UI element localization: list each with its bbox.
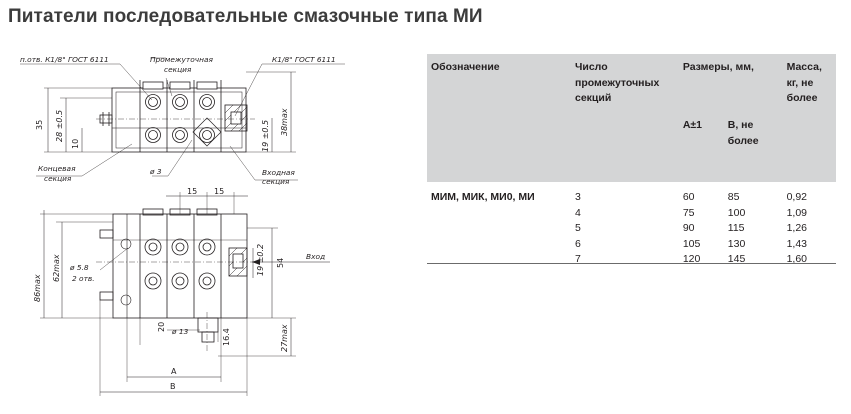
cell-sections: 5 — [575, 222, 581, 234]
cell-sections: 4 — [575, 206, 581, 219]
spec-table: Обозначение Число промежуточных секций Р… — [427, 54, 836, 274]
cell-a: 60 — [682, 191, 695, 203]
callout-inlet-section: Входная — [262, 168, 295, 177]
table-row: 6 105 130 1,43 — [427, 237, 836, 253]
cell-mass: 1,60 — [786, 253, 808, 265]
page-title: Питатели последовательные смазочные типа… — [8, 6, 483, 27]
dim-54: 54 — [276, 258, 285, 268]
callout-two-holes: 2 отв. — [72, 274, 95, 283]
cell-b: 100 — [727, 206, 746, 219]
header-sections: Число промежуточных секций — [575, 61, 660, 104]
cell-a: 90 — [682, 222, 695, 234]
header-b: В, не более — [727, 119, 759, 147]
front-view-body — [112, 213, 248, 319]
dim-15a: 15 — [187, 187, 197, 196]
dim-35: 35 — [35, 120, 44, 130]
cell-mass: 0,92 — [786, 191, 808, 203]
callout-outlet-thread: К1/8" ГОСТ 6111 — [272, 55, 336, 64]
cell-sections: 6 — [575, 237, 581, 250]
table-row: 7 120 145 1,60 — [427, 252, 836, 274]
callout-middle-section: Промежуточная — [150, 55, 213, 64]
cell-mass: 1,26 — [786, 222, 808, 234]
header-a: А±1 — [682, 119, 703, 131]
dim-38max: 38max — [280, 108, 289, 136]
callout-middle-section-2: секция — [164, 65, 192, 74]
dim-28: 28 ±0.5 — [55, 110, 64, 142]
cell-a: 75 — [682, 206, 695, 219]
front-port-row-lower — [144, 272, 216, 290]
dim-19-top: 19 ±0.5 — [261, 120, 270, 152]
cell-b: 85 — [727, 191, 740, 203]
cell-sections: 3 — [575, 191, 581, 203]
cell-mass: 1,09 — [786, 206, 808, 219]
technical-drawing: п.отв. К1/8" ГОСТ 6111 Промежуточная сек… — [20, 55, 345, 396]
top-view — [20, 57, 345, 181]
callout-hole-d3: ø 3 — [149, 167, 162, 176]
callout-inlet: Вход — [306, 252, 325, 261]
dim-20: 20 — [157, 322, 166, 332]
callout-end-section-2: секция — [44, 174, 72, 183]
callout-inlet-section-2: секция — [262, 177, 290, 186]
dim-15b: 15 — [214, 187, 224, 196]
front-view — [40, 192, 330, 396]
callout-end-section: Концевая — [38, 164, 76, 173]
dim-b: B — [170, 382, 176, 391]
table-row: МИМ, МИК, МИ0, МИ 3 60 85 0,92 — [427, 190, 836, 206]
designation-cell: МИМ, МИК, МИ0, МИ — [431, 191, 535, 203]
dim-19-side: 19 ±0.2 — [256, 244, 265, 276]
cell-b: 115 — [727, 222, 745, 234]
cell-b: 145 — [727, 253, 746, 265]
bottom-port-row — [145, 127, 215, 143]
cell-b: 130 — [727, 237, 746, 250]
dim-16-4: 16.4 — [222, 328, 231, 346]
dim-86max: 86max — [33, 274, 42, 302]
cell-a: 120 — [682, 253, 701, 265]
table-row: 4 75 100 1,09 — [427, 206, 836, 222]
dim-10: 10 — [71, 139, 80, 149]
dim-27max: 27max — [280, 324, 289, 352]
front-port-row-upper — [144, 238, 216, 256]
table-row: 5 90 115 1,26 — [427, 221, 836, 237]
header-designation: Обозначение — [431, 61, 500, 73]
callout-hole-d58: ø 5.8 — [69, 263, 89, 272]
top-port-row — [145, 94, 215, 110]
table-bottom-rule — [427, 263, 836, 264]
callout-inlet-hole: п.отв. К1/8" ГОСТ 6111 — [20, 55, 109, 64]
callout-hole-d13: ø 13 — [171, 327, 189, 336]
dim-62max: 62max — [52, 254, 61, 282]
spec-table-header: Обозначение Число промежуточных секций Р… — [427, 54, 836, 118]
cell-a: 105 — [682, 237, 701, 250]
header-sizes: Размеры, мм, — [682, 61, 754, 73]
dim-a: A — [171, 367, 177, 376]
header-mass: Масса, кг, не более — [786, 61, 822, 104]
cell-sections: 7 — [575, 253, 581, 265]
cell-mass: 1,43 — [786, 237, 808, 250]
